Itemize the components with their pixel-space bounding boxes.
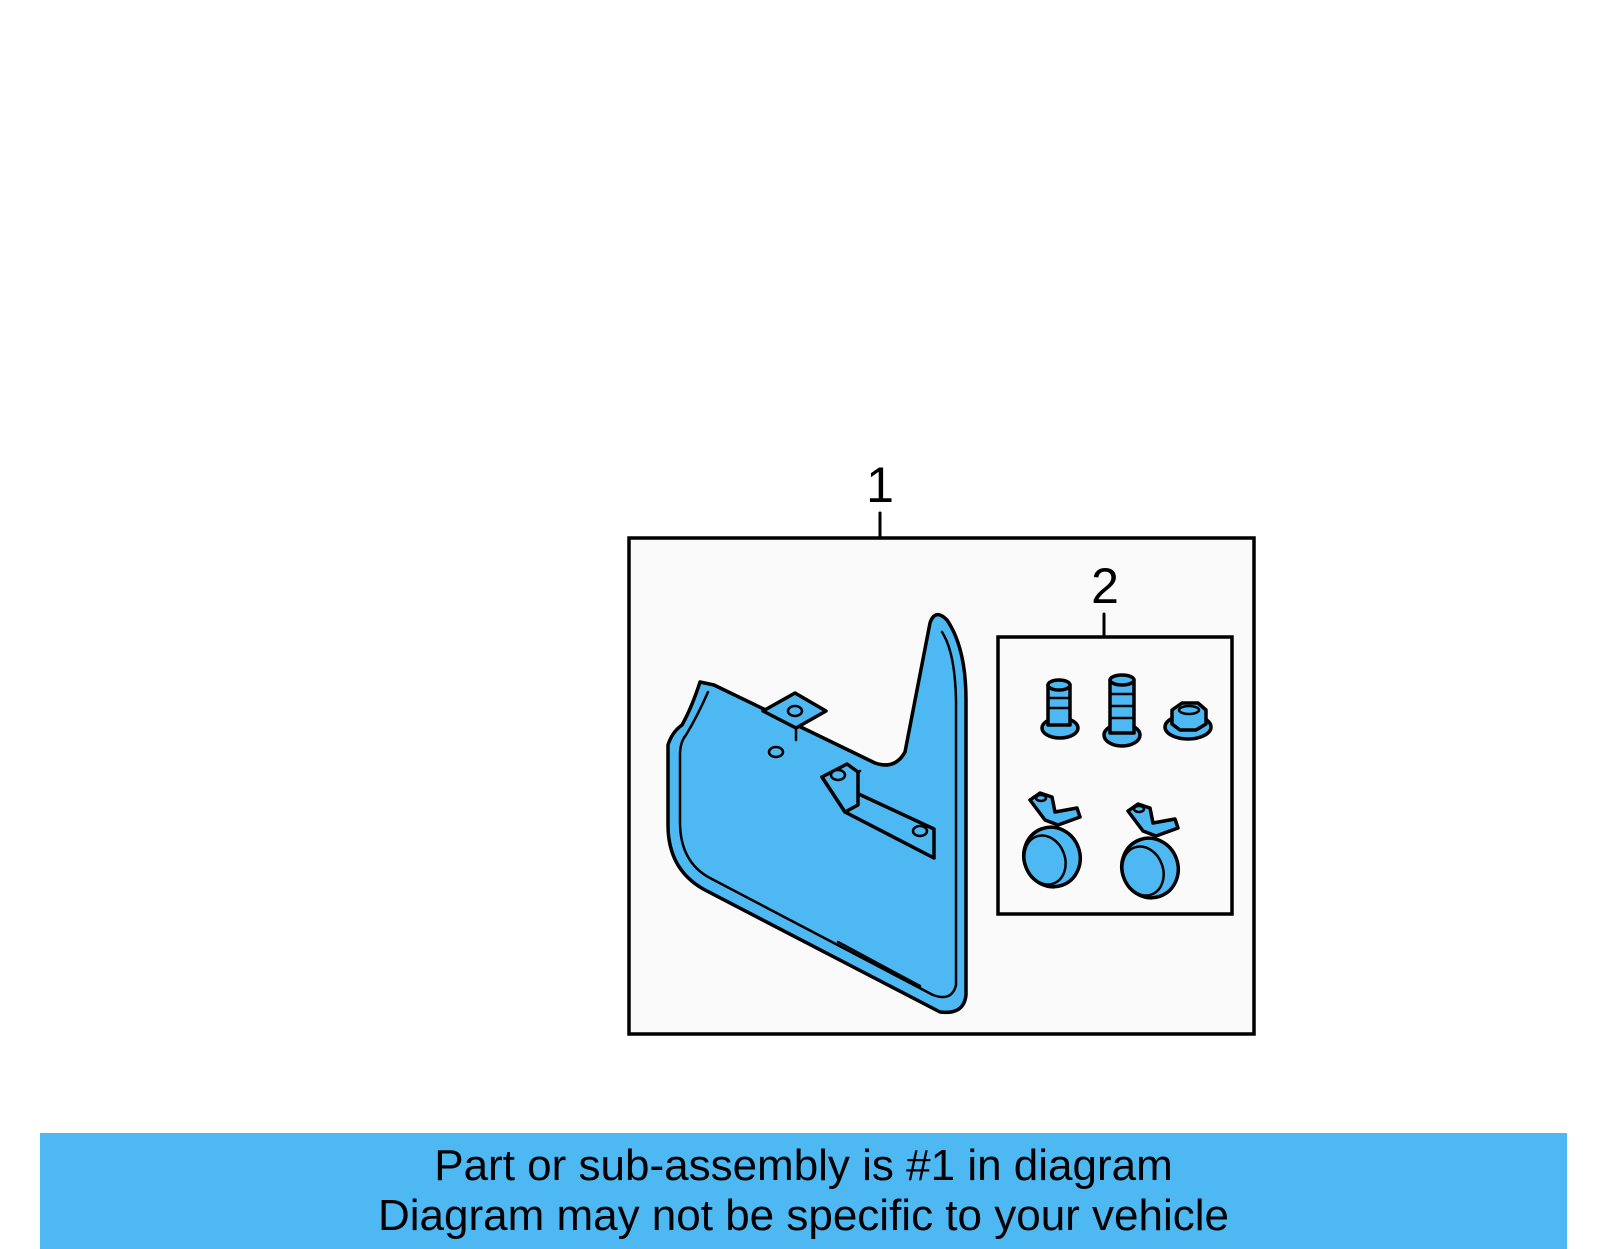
callout-2-label: 2 [1091,558,1119,614]
short-bolt-part [1040,678,1080,740]
long-bolt-part [1102,673,1142,748]
banner-line-2: Diagram may not be specific to your vehi… [377,1191,1230,1240]
clip-left-part [1022,791,1082,889]
disclaimer-banner: Part or sub-assembly is #1 in diagram Di… [40,1133,1567,1249]
clip-right-part [1120,802,1180,900]
callout-1-label: 1 [866,457,894,513]
banner-line-1: Part or sub-assembly is #1 in diagram [434,1141,1173,1190]
mud-flap-part [666,613,968,1015]
flange-nut-part [1163,701,1213,741]
